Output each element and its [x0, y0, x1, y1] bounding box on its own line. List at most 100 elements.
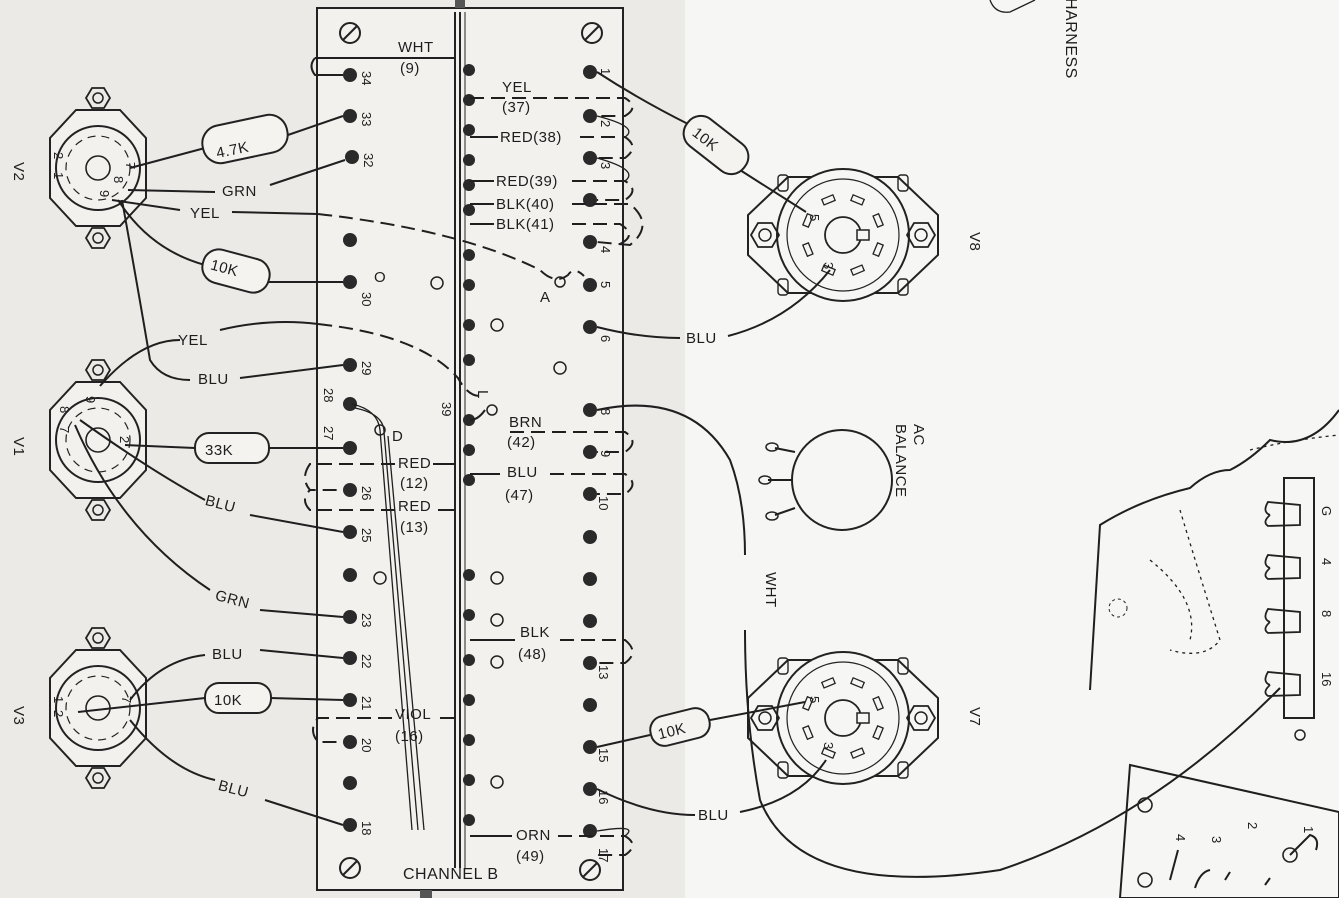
svg-text:5: 5 — [807, 696, 822, 703]
svg-text:BLU: BLU — [507, 464, 538, 481]
terminal-33: 33 — [359, 112, 374, 126]
board-title: CHANNEL B — [403, 866, 498, 883]
open-eyelets — [373, 276, 567, 789]
svg-text:3: 3 — [821, 742, 836, 749]
point-39-label: 39 — [439, 402, 454, 416]
svg-text:WHT: WHT — [398, 39, 434, 56]
svg-text:8: 8 — [57, 406, 72, 413]
svg-text:9: 9 — [97, 190, 112, 197]
harness-cable — [989, 0, 1036, 13]
center-eyelets — [463, 64, 475, 826]
svg-text:5: 5 — [807, 214, 822, 221]
svg-text:BLU: BLU — [198, 371, 229, 388]
svg-text:1: 1 — [1301, 826, 1316, 833]
terminal-board: 34 33 32 30 29 28 27 26 25 23 22 21 20 1… — [316, 0, 624, 898]
svg-text:BLK(40): BLK(40) — [496, 196, 555, 213]
svg-text:BLU: BLU — [686, 330, 717, 347]
resistor-10k-v2: 10K — [117, 199, 343, 294]
terminal-29: 29 — [359, 361, 374, 375]
terminal-strip: G 4 8 16 — [1264, 477, 1334, 741]
resistor-33k: 33K — [124, 432, 343, 464]
svg-text:RED: RED — [398, 455, 431, 472]
terminal-25: 25 — [359, 528, 374, 542]
svg-text:3: 3 — [1209, 836, 1224, 843]
terminal-9: 9 — [598, 450, 613, 457]
wire-yel-v2: YEL A — [111, 199, 585, 306]
resistor-10k-v3: 10K — [77, 682, 344, 714]
right-terminals — [583, 65, 597, 838]
svg-text:10K: 10K — [214, 692, 242, 709]
wire-grn-v2: GRN — [127, 159, 346, 200]
wire-blu-v1: BLU — [121, 199, 344, 388]
svg-text:BLK: BLK — [520, 624, 550, 641]
svg-text:(12): (12) — [400, 475, 429, 492]
tube-v8-label: V8 — [966, 232, 983, 251]
svg-text:YEL: YEL — [502, 79, 532, 96]
svg-text:2: 2 — [117, 436, 132, 443]
svg-text:BLU: BLU — [698, 807, 729, 824]
svg-text:YEL: YEL — [190, 205, 220, 222]
tube-v3-socket-icon — [49, 627, 147, 789]
point-o-label: O — [374, 269, 386, 286]
svg-text:(48): (48) — [518, 646, 547, 663]
resistor-4.7k: 4.7K — [129, 113, 344, 169]
harness-right: WHT (9) YEL (37) RED(38) RED(39) BLK(40)… — [310, 39, 644, 865]
svg-text:(9): (9) — [400, 60, 420, 77]
svg-text:GRN: GRN — [222, 183, 257, 200]
svg-text:BRN: BRN — [509, 414, 542, 431]
ac-balance-line1: AC — [910, 424, 927, 446]
terminal-15: 15 — [596, 748, 611, 762]
svg-text:2: 2 — [51, 152, 66, 159]
resistor-10k-v7: 10K — [596, 701, 806, 748]
wire-blu-v7: BLU — [596, 759, 827, 824]
terminal-10: 10 — [596, 496, 611, 510]
svg-text:3: 3 — [821, 262, 836, 269]
tube-v7-label: V7 — [966, 707, 983, 726]
svg-text:(42): (42) — [507, 434, 536, 451]
svg-text:BLU: BLU — [212, 646, 243, 663]
screw-icon — [339, 22, 361, 44]
wire-blu-v8: BLU — [596, 269, 831, 347]
screw-icon — [579, 859, 601, 881]
svg-text:RED(38): RED(38) — [500, 129, 562, 146]
tube-pin-numbers: 1 2 7 8 9 8 7 9 2 1 2 7 5 3 5 3 — [51, 152, 836, 749]
svg-text:4: 4 — [1173, 834, 1188, 841]
terminal-26: 26 — [359, 486, 374, 500]
svg-text:16: 16 — [1319, 672, 1334, 686]
svg-text:BLK(41): BLK(41) — [496, 216, 555, 233]
svg-text:2: 2 — [51, 710, 66, 717]
svg-text:1: 1 — [51, 696, 66, 703]
tube-v8-socket-icon — [747, 168, 939, 302]
svg-text:9: 9 — [83, 396, 98, 403]
terminal-28: 28 — [321, 388, 336, 402]
terminal-20: 20 — [359, 738, 374, 752]
svg-text:33K: 33K — [205, 442, 233, 459]
tube-sockets — [49, 87, 939, 789]
svg-text:8: 8 — [111, 176, 126, 183]
svg-text:7: 7 — [119, 696, 134, 703]
svg-text:G: G — [1319, 506, 1334, 516]
svg-text:2: 2 — [1245, 822, 1260, 829]
svg-text:8: 8 — [1319, 610, 1334, 617]
terminal-23: 23 — [359, 613, 374, 627]
terminal-22: 22 — [359, 654, 374, 668]
svg-text:(13): (13) — [400, 519, 429, 536]
terminal-30: 30 — [359, 292, 374, 306]
terminal-8: 8 — [598, 408, 613, 415]
screw-icon — [339, 857, 361, 879]
svg-text:10K: 10K — [209, 257, 241, 281]
terminal-21: 21 — [359, 696, 374, 710]
svg-text:(47): (47) — [505, 487, 534, 504]
point-l-label: L — [474, 390, 491, 399]
svg-text:ORN: ORN — [516, 827, 551, 844]
svg-text:7: 7 — [57, 426, 72, 433]
svg-text:YEL: YEL — [178, 332, 208, 349]
svg-text:RED: RED — [398, 498, 431, 515]
terminal-27: 27 — [321, 426, 336, 440]
harness-left: RED (12) RED (13) VIOL (16) D 39 — [304, 402, 455, 831]
svg-text:RED(39): RED(39) — [496, 173, 558, 190]
ac-balance-line2: BALANCE — [892, 424, 909, 498]
svg-text:4.7K: 4.7K — [215, 139, 251, 162]
tube-v7-socket-icon — [747, 651, 939, 785]
